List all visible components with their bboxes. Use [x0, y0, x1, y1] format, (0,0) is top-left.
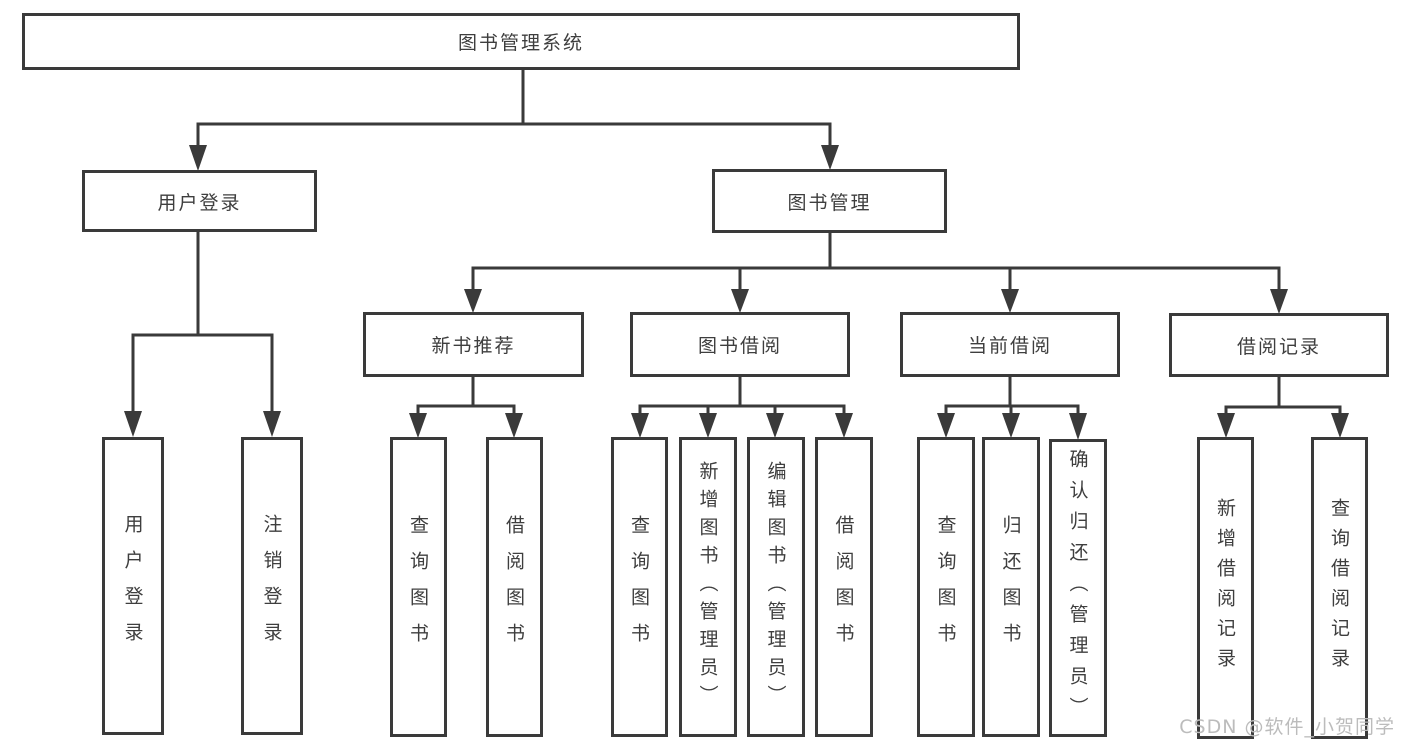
arrowhead — [1217, 413, 1235, 438]
node-book-borrow: 图书借阅 — [630, 312, 850, 377]
node-user-login: 用户登录 — [82, 170, 317, 232]
node-root: 图书管理系统 — [22, 13, 1020, 70]
arrowhead — [1331, 413, 1349, 438]
node-book-management: 图书管理 — [712, 169, 947, 233]
arrowhead — [731, 289, 749, 313]
leaf-user-login: 用户登录 — [102, 437, 164, 735]
arrowhead — [835, 413, 853, 438]
leaf-edit-book-admin: 编辑图书（管理员） — [747, 437, 805, 737]
arrowhead — [1069, 413, 1087, 440]
arrowhead — [699, 413, 717, 438]
arrowhead — [464, 289, 482, 313]
leaf-borrow-books-1: 借阅图书 — [486, 437, 543, 737]
connector-section-1 — [416, 377, 516, 415]
arrowhead — [189, 145, 207, 171]
connector-user-branch — [131, 232, 274, 412]
leaf-add-book-admin: 新增图书（管理员） — [679, 437, 737, 737]
connector-section-4 — [1224, 377, 1342, 415]
leaf-add-borrow-record: 新增借阅记录 — [1197, 437, 1254, 739]
node-new-book-recommend: 新书推荐 — [363, 312, 584, 377]
connector-root — [196, 70, 832, 148]
leaf-confirm-return-admin: 确认归还（管理员） — [1049, 439, 1107, 737]
leaf-query-books-2: 查询图书 — [611, 437, 668, 737]
arrowhead — [631, 413, 649, 438]
leaf-query-books-3: 查询图书 — [917, 437, 975, 737]
arrowhead — [766, 413, 784, 438]
arrowhead — [821, 145, 839, 170]
arrowhead — [409, 413, 427, 438]
leaf-borrow-books-2: 借阅图书 — [815, 437, 873, 737]
connector-book-branch — [471, 233, 1281, 290]
arrowhead — [263, 411, 281, 437]
leaf-return-books: 归还图书 — [982, 437, 1040, 737]
arrowhead — [505, 413, 523, 438]
arrowhead — [937, 413, 955, 438]
node-current-borrow: 当前借阅 — [900, 312, 1120, 377]
connector-section-3 — [944, 377, 1080, 415]
leaf-query-borrow-record: 查询借阅记录 — [1311, 437, 1368, 739]
arrowhead — [1270, 289, 1288, 314]
watermark-text: CSDN @软件_小贺同学 — [1179, 716, 1395, 738]
arrowhead — [124, 411, 142, 437]
arrowhead — [1002, 413, 1020, 438]
leaf-query-books-1: 查询图书 — [390, 437, 447, 737]
leaf-logout: 注销登录 — [241, 437, 303, 735]
connector-section-2 — [638, 377, 846, 415]
node-borrow-records: 借阅记录 — [1169, 313, 1389, 377]
arrowhead — [1001, 289, 1019, 313]
